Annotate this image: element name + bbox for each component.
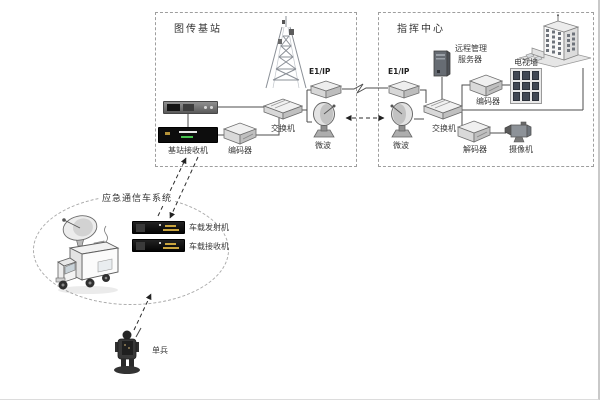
e1ip-modem-icon [387, 80, 421, 99]
tv-wall-icon [510, 68, 542, 104]
device-panel [183, 104, 194, 111]
building-icon [518, 14, 592, 68]
encoder-box-icon [222, 122, 258, 145]
base-station-microwave-label: 微波 [315, 141, 331, 150]
base-station-title: 图传基站 [174, 24, 222, 35]
vehicle-receiver-device [132, 239, 185, 252]
switch-icon [262, 98, 304, 120]
soldier-label: 单兵 [152, 346, 168, 355]
device-text-row [163, 229, 179, 231]
base-station-zone [155, 12, 357, 167]
camera-icon [504, 121, 532, 143]
decoder-box-icon [456, 120, 492, 143]
base-station-encoder-label: 编码器 [228, 146, 252, 155]
vehicle-receiver-label: 车载接收机 [189, 242, 229, 251]
device-text-row [165, 243, 176, 245]
comm-truck-icon [55, 215, 120, 294]
vehicle-transmitter-label: 车载发射机 [189, 223, 229, 232]
device-text-row [165, 225, 176, 227]
remote-server-label-line1: 远程管理 [455, 44, 487, 53]
microwave-dish-icon [390, 102, 413, 138]
device-panel [136, 242, 145, 250]
vehicle-system-title: 应急通信车系统 [100, 191, 175, 204]
command-center-title: 指挥中心 [397, 24, 445, 35]
device-text-row [181, 136, 193, 138]
device-panel [136, 224, 145, 232]
device-led [159, 242, 161, 244]
soldier-icon [114, 327, 142, 374]
base-station-receiver-device [158, 127, 218, 143]
base-station-e1ip-label: E1/IP [309, 67, 331, 76]
device-logo [165, 132, 170, 135]
switch-icon [422, 98, 464, 120]
microwave-dish-icon [313, 102, 336, 138]
device-text-row [163, 247, 179, 249]
device-text-row [179, 131, 197, 133]
command-center-zone [378, 12, 594, 167]
e1ip-modem-icon [309, 80, 343, 99]
decoder-label: 解码器 [463, 145, 487, 154]
base-station-rack-device [163, 101, 218, 114]
device-knob [210, 106, 213, 109]
command-center-e1ip-label: E1/IP [388, 67, 410, 76]
base-station-switch-label: 交换机 [271, 124, 295, 133]
command-center-switch-label: 交换机 [432, 124, 456, 133]
device-led [159, 224, 161, 226]
command-center-encoder-label: 编码器 [476, 97, 500, 106]
encoder-box-icon [468, 74, 504, 97]
tv-wall-label: 电视墙 [514, 58, 538, 67]
base-station-receiver-label: 基站接收机 [168, 146, 208, 155]
vehicle-transmitter-device [132, 221, 185, 234]
command-center-microwave-label: 微波 [393, 141, 409, 150]
device-screen [167, 104, 180, 111]
radio-tower-icon [265, 16, 307, 89]
remote-server-label-line2: 服务器 [458, 55, 482, 64]
server-tower-icon [433, 50, 451, 77]
device-knob [204, 106, 207, 109]
camera-label: 摄像机 [509, 145, 533, 154]
